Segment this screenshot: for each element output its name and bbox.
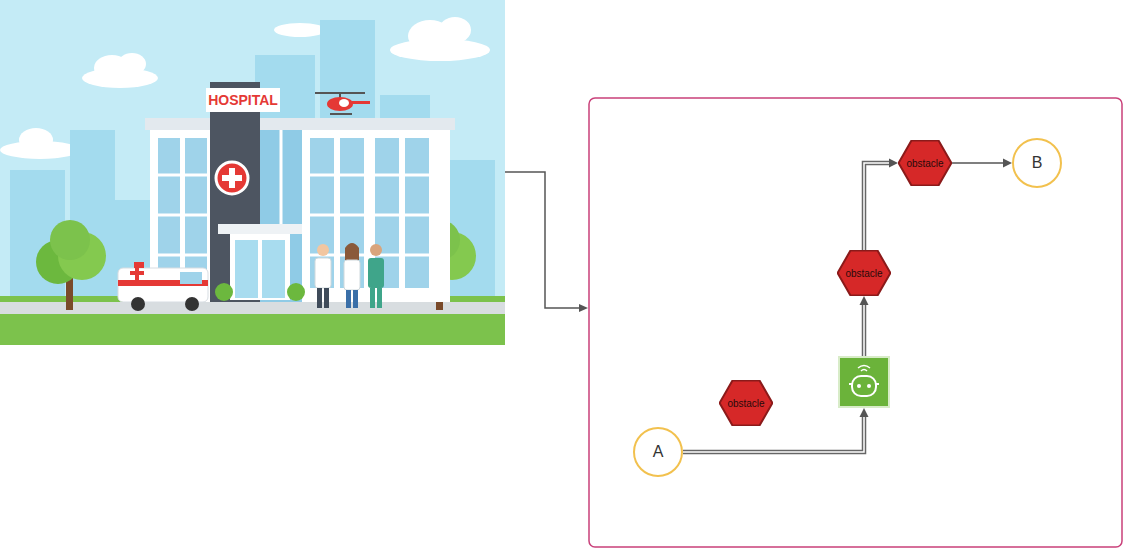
obstacle-hexagon: obstacle (719, 380, 773, 426)
hospital-building-part (150, 130, 450, 302)
ambulance-part (131, 297, 145, 311)
doctors-part (345, 243, 359, 262)
path-connector (683, 296, 869, 452)
robot-icon-part (867, 384, 871, 388)
node-text: obstacle (727, 398, 764, 409)
path-connector (864, 159, 898, 251)
node-text: obstacle (845, 268, 882, 279)
tree-part (50, 220, 90, 260)
cloud-part (118, 53, 146, 75)
robot-icon-part (876, 383, 879, 385)
doctors-part (324, 288, 329, 308)
robot-icon-part (852, 376, 876, 396)
hospital-building-part (206, 88, 280, 112)
doctors-part (315, 258, 331, 288)
connector-inner (683, 304, 864, 452)
hospital-building-part-part (150, 214, 210, 217)
hospital-building-part-part (302, 214, 450, 217)
obstacle-hexagon: obstacle (898, 140, 952, 186)
doctors-part (317, 244, 329, 256)
arrowhead (860, 408, 869, 417)
doctors-part (368, 258, 384, 288)
link-arrow-part (505, 172, 580, 308)
helicopter-part (352, 101, 370, 104)
cloud-part (439, 17, 471, 43)
arrowhead (889, 159, 898, 168)
link-arrow-part (579, 304, 588, 312)
hospital-building-part (210, 82, 260, 302)
helicopter-part (339, 99, 349, 107)
road (0, 302, 505, 314)
point-circle: A (633, 427, 683, 477)
doctors-part (377, 288, 382, 308)
robot-icon-part (858, 366, 870, 369)
doctors-part (344, 260, 360, 290)
ambulance-part (185, 297, 199, 311)
hospital-building-part-part (150, 254, 210, 257)
sign-label: HOSPITAL (206, 88, 280, 112)
cloud-part (19, 128, 53, 152)
connector-outer (864, 163, 890, 250)
node-text: A (653, 443, 664, 461)
doctors-part (370, 244, 382, 256)
link-arrow (505, 172, 588, 312)
hospital-building-part (150, 130, 450, 300)
robot-icon-part (857, 384, 861, 388)
robot-icon-part (839, 357, 889, 407)
ambulance-part (118, 268, 208, 302)
doctors (315, 243, 384, 308)
hexagon-shape (838, 250, 891, 295)
arrowhead (1003, 159, 1012, 168)
hospital-building-part (145, 118, 455, 130)
robot-icon-part (849, 383, 852, 385)
doctors-part (370, 288, 375, 308)
map-frame (589, 98, 1122, 547)
connector-outer (683, 304, 864, 452)
ground (0, 296, 505, 345)
arrowhead (860, 296, 869, 305)
obstacle-hexagon: obstacle (837, 250, 891, 296)
hospital-building-part (405, 138, 429, 288)
robot-icon-part (861, 370, 867, 372)
hospital-illustration-part (0, 0, 505, 345)
point-circle: B (1012, 138, 1062, 188)
hospital-illustration (0, 0, 505, 345)
path-connector (952, 159, 1012, 168)
ambulance (118, 262, 208, 311)
ambulance-part (180, 272, 202, 284)
hospital-building-part (310, 138, 334, 288)
connector-inner (864, 163, 890, 250)
hospital-building-part (218, 224, 302, 234)
hospital-building-part (287, 283, 305, 301)
hospital-building-part (222, 175, 242, 181)
robot-icon (839, 357, 889, 407)
node-text: B (1032, 154, 1043, 172)
helicopter-part (330, 113, 352, 115)
hexagon-shape (720, 380, 773, 425)
node-text: obstacle (906, 158, 943, 169)
hexagon-shape (899, 140, 952, 185)
hospital-building-part (262, 240, 285, 298)
hospital-building-part (216, 162, 248, 194)
hospital-building-part-part (150, 174, 210, 177)
ambulance-part (135, 266, 139, 280)
cloud-part (274, 23, 326, 37)
hospital-building-part (230, 234, 290, 300)
helicopter-part (327, 97, 353, 111)
doctors-part (317, 288, 322, 308)
hospital-building-part (235, 240, 258, 298)
hospital-building-part (215, 283, 233, 301)
doctors-part (346, 290, 351, 308)
doctors-part (353, 290, 358, 308)
hospital-building-part-part (302, 174, 450, 177)
connector-line (952, 162, 1004, 164)
helicopter (315, 93, 370, 114)
hospital-building-part (260, 130, 302, 302)
